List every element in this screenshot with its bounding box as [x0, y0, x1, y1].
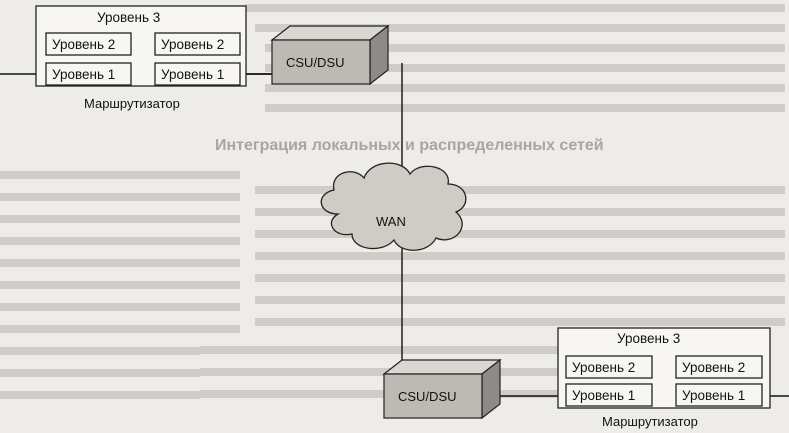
- router-bottom-left-level1: Уровень 1: [572, 388, 635, 403]
- router-bottom-level3: Уровень 3: [617, 331, 680, 346]
- router-top-right-level2-box: [154, 32, 241, 56]
- router-top-left-level2-box: [45, 32, 132, 56]
- router-bottom-right-level2: Уровень 2: [682, 360, 745, 375]
- router-top: Уровень 3 Уровень 2 Уровень 1 Уровень 2 …: [35, 5, 247, 87]
- router-bottom-left-level2-box: [565, 355, 653, 379]
- router-top-right-level2: Уровень 2: [161, 37, 224, 52]
- csu-dsu-top: CSU/DSU: [270, 24, 390, 86]
- router-bottom: Уровень 3 Уровень 2 Уровень 1 Уровень 2 …: [557, 327, 771, 409]
- router-bottom-left-level2: Уровень 2: [572, 360, 635, 375]
- wan-cloud: WAN: [320, 162, 467, 251]
- router-top-left-level2: Уровень 2: [52, 37, 115, 52]
- router-bottom-right-level1: Уровень 1: [682, 388, 745, 403]
- router-bottom-right-level2-box: [675, 355, 763, 379]
- wan-label: WAN: [376, 214, 406, 229]
- csu-dsu-top-label: CSU/DSU: [286, 55, 345, 70]
- router-top-right-level1: Уровень 1: [161, 67, 224, 82]
- router-bottom-left-level1-box: [565, 383, 653, 407]
- router-bottom-right-level1-box: [675, 383, 763, 407]
- router-top-right-level1-box: [154, 62, 241, 86]
- background-text-lines: [0, 4, 785, 399]
- router-top-level3: Уровень 3: [97, 10, 160, 25]
- router-top-left-level1: Уровень 1: [52, 67, 115, 82]
- router-top-label: Маршрутизатор: [84, 96, 180, 111]
- csu-dsu-bottom-label: CSU/DSU: [398, 389, 457, 404]
- router-top-left-level1-box: [45, 62, 132, 86]
- background-heading: Интеграция локальных и распределенных се…: [215, 137, 604, 154]
- router-bottom-label: Маршрутизатор: [602, 414, 698, 429]
- csu-dsu-bottom: CSU/DSU: [382, 358, 502, 420]
